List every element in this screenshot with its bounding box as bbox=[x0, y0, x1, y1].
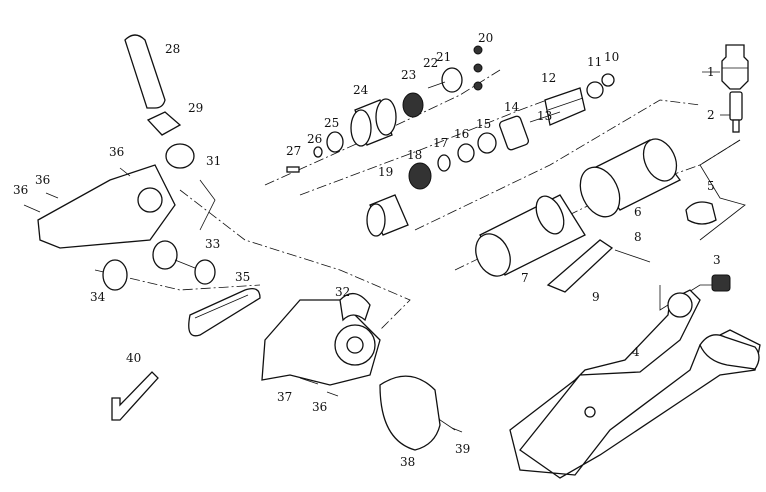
label-27: 27 bbox=[286, 144, 301, 158]
label-13: 13 bbox=[537, 109, 552, 123]
label-10: 10 bbox=[604, 50, 619, 64]
label-26: 26 bbox=[307, 132, 322, 146]
label-21: 21 bbox=[436, 50, 451, 64]
label-14: 14 bbox=[504, 100, 520, 114]
part-38-guard bbox=[379, 375, 441, 451]
part-25-bearing bbox=[326, 131, 344, 153]
label-25: 25 bbox=[324, 116, 339, 130]
label-20: 20 bbox=[478, 31, 493, 45]
part-33-pulley bbox=[152, 240, 216, 285]
label-9: 9 bbox=[592, 290, 600, 304]
part-40-hex-key bbox=[111, 371, 159, 421]
part-8-pin bbox=[614, 249, 651, 263]
part-24-gear-housing bbox=[350, 98, 397, 147]
assembly-lines bbox=[94, 69, 746, 431]
label-2: 2 bbox=[707, 108, 715, 122]
label-31: 31 bbox=[206, 154, 221, 168]
part-14-cylinder bbox=[499, 115, 529, 151]
label-38: 38 bbox=[400, 455, 415, 469]
part-5-clip bbox=[685, 201, 717, 225]
part-29-plate bbox=[146, 111, 182, 136]
label-8: 8 bbox=[634, 230, 642, 244]
part-13-shaft bbox=[529, 111, 561, 123]
part-arm-housing bbox=[37, 164, 176, 249]
label-32: 32 bbox=[335, 285, 350, 299]
label-24: 24 bbox=[353, 83, 369, 97]
label-11: 11 bbox=[587, 55, 602, 69]
label-33: 33 bbox=[205, 237, 220, 251]
part-17-ring bbox=[437, 154, 451, 172]
label-36-b: 36 bbox=[35, 173, 50, 187]
part-9-lever bbox=[546, 239, 614, 293]
label-22: 22 bbox=[423, 56, 438, 70]
label-28: 28 bbox=[165, 42, 180, 56]
part-12-rotor bbox=[544, 87, 586, 126]
part-20-screw bbox=[473, 63, 483, 73]
label-34: 34 bbox=[90, 290, 106, 304]
label-5: 5 bbox=[707, 179, 715, 193]
label-3: 3 bbox=[713, 253, 721, 267]
part-36-screw bbox=[23, 204, 41, 213]
label-4: 4 bbox=[632, 345, 640, 359]
label-39: 39 bbox=[455, 442, 470, 456]
part-35-belt bbox=[188, 287, 261, 337]
label-17: 17 bbox=[433, 136, 448, 150]
part-16-washer bbox=[457, 143, 475, 163]
part-18-bearing bbox=[408, 162, 432, 190]
part-2-nipple bbox=[720, 91, 743, 133]
part-26-washer bbox=[313, 146, 323, 158]
label-36-d: 36 bbox=[312, 400, 327, 414]
part-3-fitting bbox=[711, 274, 731, 292]
label-36-a: 36 bbox=[109, 145, 124, 159]
part-10-washer bbox=[601, 73, 615, 87]
part-6-sleeve bbox=[579, 138, 681, 218]
part-20-screw bbox=[473, 45, 483, 55]
label-35: 35 bbox=[235, 270, 250, 284]
part-27-screw bbox=[286, 166, 300, 173]
label-6: 6 bbox=[634, 205, 642, 219]
label-36-c: 36 bbox=[13, 183, 28, 197]
part-37-screw bbox=[299, 377, 319, 385]
part-34-pulley bbox=[102, 259, 128, 291]
label-1: 1 bbox=[707, 65, 715, 79]
part-20-screw bbox=[473, 81, 483, 91]
part-36-screw bbox=[45, 192, 59, 199]
part-4-shroud bbox=[509, 289, 761, 479]
part-1-coupler bbox=[702, 44, 749, 90]
part-labels: 1 2 3 4 5 6 7 8 9 10 11 12 13 14 15 16 1… bbox=[13, 31, 721, 469]
label-37: 37 bbox=[277, 390, 292, 404]
label-23: 23 bbox=[401, 68, 416, 82]
part-22-pin bbox=[427, 81, 446, 89]
label-16: 16 bbox=[454, 127, 469, 141]
label-7: 7 bbox=[521, 271, 529, 285]
part-11-plate bbox=[586, 81, 604, 99]
part-31-cap bbox=[165, 143, 195, 169]
part-21-gear bbox=[441, 67, 463, 93]
part-23-bearing bbox=[402, 92, 424, 118]
label-40: 40 bbox=[126, 351, 141, 365]
part-19-bushing bbox=[366, 194, 409, 237]
label-12: 12 bbox=[541, 71, 556, 85]
label-18: 18 bbox=[407, 148, 422, 162]
part-36-screw bbox=[326, 391, 339, 397]
part-7-housing bbox=[475, 194, 586, 277]
part-28-handle bbox=[124, 34, 166, 109]
part-39-screw bbox=[451, 427, 463, 433]
part-15-bearing bbox=[477, 132, 497, 154]
label-29: 29 bbox=[188, 101, 203, 115]
part-36-screw bbox=[119, 167, 131, 177]
part-32-wheel-housing bbox=[261, 293, 381, 386]
label-19: 19 bbox=[378, 165, 393, 179]
label-15: 15 bbox=[476, 117, 491, 131]
